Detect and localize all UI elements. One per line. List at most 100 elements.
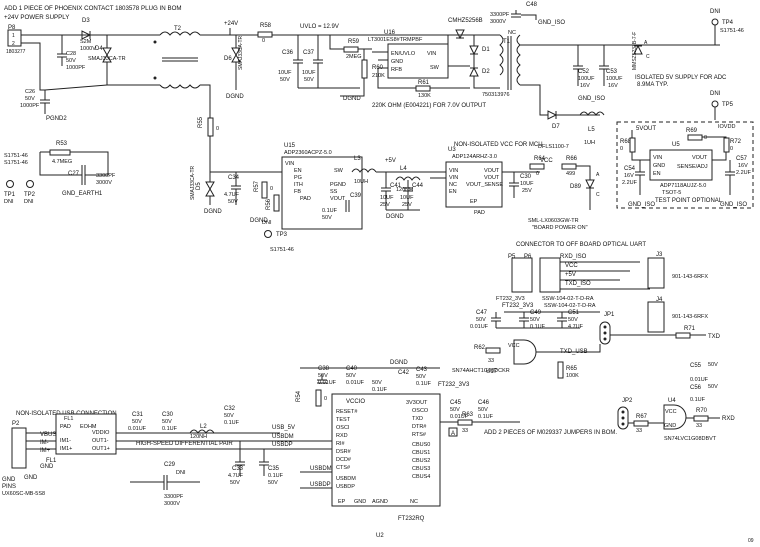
- svg-text:SMAJ33CA-TR: SMAJ33CA-TR: [190, 165, 196, 200]
- net-ft232-3v3: FT232_3V3: [438, 382, 470, 388]
- svg-text:P5: P5: [508, 254, 516, 260]
- svg-text:2: 2: [12, 41, 15, 47]
- svg-text:D5: D5: [196, 182, 202, 190]
- inductor-l4: L4 120NH: [395, 166, 421, 193]
- svg-text:25V: 25V: [402, 202, 412, 208]
- svg-text:2.2UF: 2.2UF: [736, 170, 752, 176]
- svg-text:0: 0: [730, 146, 733, 152]
- connector-j4: J4 901-143-6RFX: [647, 297, 708, 333]
- svg-text:SW: SW: [334, 168, 344, 174]
- net-usbdp: USBDP: [272, 442, 293, 448]
- net-dgnd-d6: DGND: [226, 94, 244, 100]
- svg-text:R62: R62: [474, 345, 486, 351]
- svg-text:DNI: DNI: [710, 91, 721, 97]
- svg-text:50V: 50V: [322, 215, 332, 221]
- svg-text:DNI: DNI: [24, 199, 34, 205]
- svg-text:GND: GND: [664, 423, 676, 429]
- svg-text:C31: C31: [132, 412, 144, 418]
- svg-text:IM-: IM-: [40, 440, 49, 446]
- tp1-part: S1751-46: [4, 153, 28, 159]
- svg-text:0.1UF: 0.1UF: [372, 387, 388, 393]
- resistor-r71: R71: [675, 326, 696, 339]
- svg-text:2.2UF: 2.2UF: [622, 180, 638, 186]
- capacitor-c51: C51 50V 4.7UF: [557, 310, 584, 330]
- svg-text:33: 33: [462, 428, 468, 434]
- capacitor-c41: C41 10UF 25V: [380, 172, 402, 210]
- svg-text:120NH: 120NH: [190, 434, 207, 440]
- svg-text:U15: U15: [284, 143, 296, 149]
- svg-text:+5V: +5V: [565, 272, 576, 278]
- svg-text:R71: R71: [684, 326, 696, 332]
- svg-text:25V: 25V: [522, 188, 532, 194]
- tvs-d4: D4 SMAJ33CA-TR: [88, 35, 126, 85]
- svg-text:T2: T2: [174, 26, 182, 32]
- svg-text:C53: C53: [606, 69, 618, 75]
- svg-text:50V: 50V: [25, 96, 35, 102]
- svg-text:50V: 50V: [346, 373, 356, 379]
- svg-text:IM+: IM+: [40, 448, 51, 454]
- svg-text:C46: C46: [478, 400, 490, 406]
- part-d89-led: SML-LX0603GW-TR: [528, 218, 579, 224]
- svg-text:S1751-46: S1751-46: [270, 247, 294, 253]
- svg-text:0: 0: [324, 396, 327, 402]
- svg-text:0.1UF: 0.1UF: [690, 397, 706, 403]
- svg-text:DNI: DNI: [176, 470, 186, 476]
- svg-text:PAD: PAD: [300, 196, 311, 202]
- svg-text:C56: C56: [690, 385, 702, 391]
- svg-text:FT232RQ: FT232RQ: [398, 516, 425, 522]
- svg-text:GND: GND: [354, 499, 366, 505]
- svg-text:A: A: [644, 40, 648, 46]
- svg-text:16V: 16V: [624, 173, 634, 179]
- svg-text:16V: 16V: [580, 83, 590, 89]
- svg-text:SMAJ33CA-TR: SMAJ33CA-TR: [88, 56, 126, 62]
- svg-text:50V: 50V: [708, 384, 718, 390]
- svg-text:0: 0: [620, 146, 623, 152]
- svg-text:SN74AHCT1G08DCKR: SN74AHCT1G08DCKR: [452, 368, 510, 374]
- svg-text:DTR#: DTR#: [412, 424, 427, 430]
- resistor-r64: R64 0: [529, 156, 546, 177]
- svg-text:CBUS2: CBUS2: [412, 458, 430, 464]
- svg-text:4.7UF: 4.7UF: [568, 324, 584, 330]
- svg-text:R61: R61: [418, 80, 430, 86]
- svg-text:D2: D2: [482, 69, 490, 75]
- testpoint-tp5: DNI TP5 IOVDD: [710, 91, 735, 130]
- svg-text:R65: R65: [566, 366, 578, 372]
- svg-text:USBDM: USBDM: [336, 476, 356, 482]
- svg-text:210K: 210K: [372, 73, 385, 79]
- note-220k: 220K OHM (E004221) FOR 7.0V OUTPUT: [372, 103, 486, 109]
- svg-text:C27: C27: [68, 171, 80, 177]
- svg-text:3000V: 3000V: [490, 19, 506, 25]
- net-usbdp-u2: USBDP: [310, 482, 331, 488]
- svg-text:DSR#: DSR#: [336, 449, 352, 455]
- capacitor-c53: C53 100UF 16V: [599, 45, 623, 89]
- svg-text:3000V: 3000V: [96, 180, 112, 186]
- svg-text:0: 0: [262, 38, 265, 44]
- svg-text:ADP7118AUJZ-5.0: ADP7118AUJZ-5.0: [660, 183, 706, 189]
- svg-text:0: 0: [704, 135, 707, 141]
- svg-text:50V: 50V: [318, 373, 328, 379]
- capacitor-c39: C39 0.1UF 50V: [322, 193, 362, 221]
- ic-u3: U3 ADP124ARHZ-3.0 VIN VIN NC EN VOUT VOU…: [445, 147, 503, 216]
- svg-text:PAD: PAD: [60, 424, 71, 430]
- svg-text:VDDIO: VDDIO: [92, 430, 110, 436]
- capacitor-c56: C56 50V 0.1UF: [690, 384, 718, 403]
- capacitor-c34: C34 4.7UF 50V: [224, 172, 241, 205]
- capacitor-c48: C48 3300PF 3000V: [490, 2, 538, 25]
- svg-text:D3: D3: [82, 18, 90, 24]
- svg-text:R56: R56: [266, 198, 272, 210]
- svg-text:1UH: 1UH: [584, 140, 595, 146]
- svg-text:C37: C37: [303, 50, 315, 56]
- svg-text:VCC: VCC: [565, 263, 578, 269]
- svg-text:VCC: VCC: [508, 343, 520, 349]
- svg-text:130K: 130K: [418, 93, 431, 99]
- svg-text:3300PF: 3300PF: [164, 494, 184, 500]
- svg-text:U5: U5: [672, 142, 680, 148]
- svg-text:EP: EP: [338, 499, 346, 505]
- svg-text:PINS: PINS: [2, 484, 16, 490]
- capacitor-c52: C52 100UF 16V: [573, 45, 595, 89]
- resistor-r54: R54 0: [296, 389, 327, 407]
- svg-text:PGND: PGND: [330, 182, 346, 188]
- capacitor-c45: C45 50V 0.01UF: [450, 400, 469, 420]
- svg-text:0.01UF: 0.01UF: [128, 426, 147, 432]
- svg-text:50V: 50V: [280, 77, 290, 83]
